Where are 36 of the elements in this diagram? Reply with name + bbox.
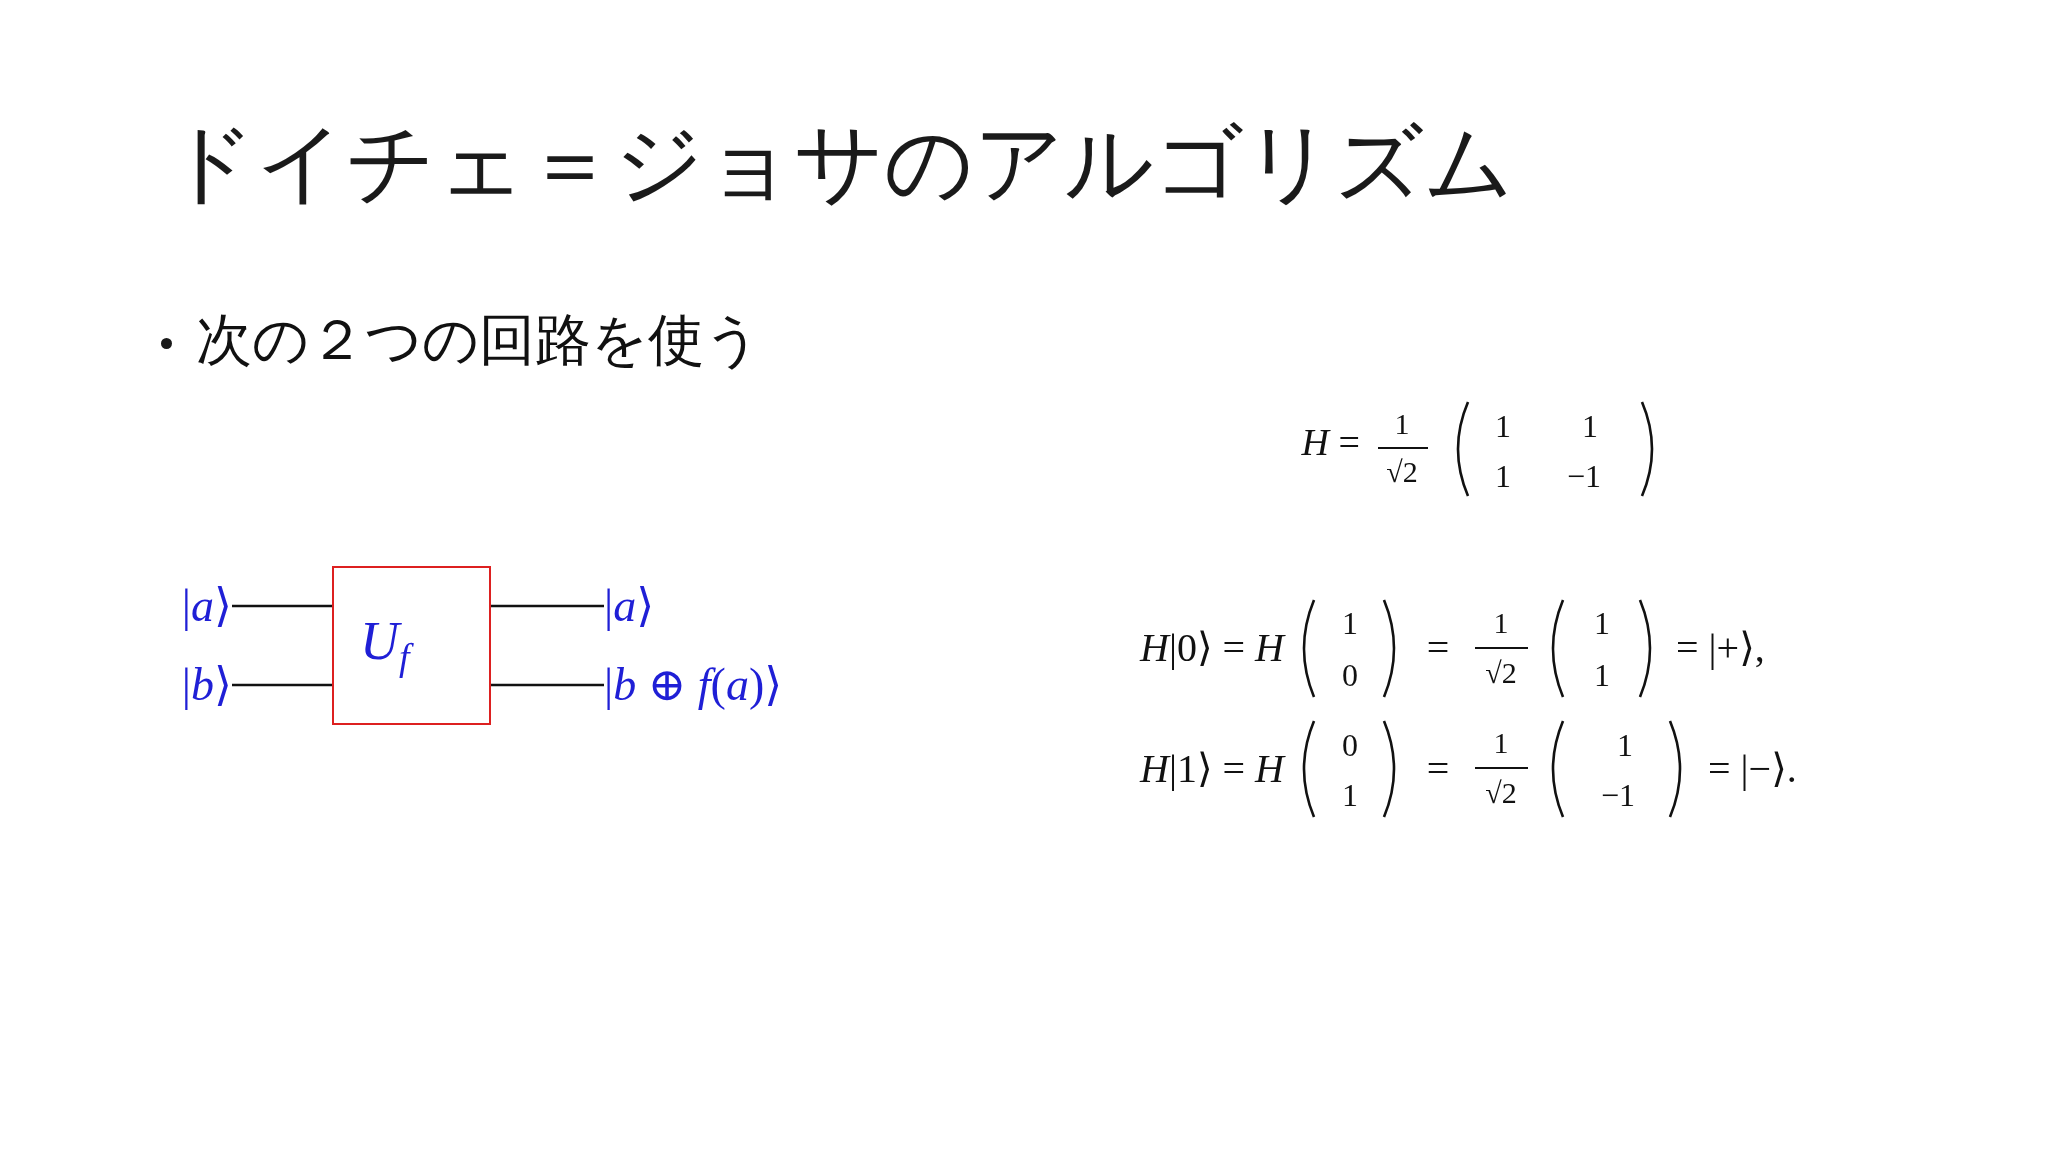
math-expression: H|0⟩ = H: [1140, 628, 1284, 668]
fraction-denominator: √2: [1386, 457, 1418, 487]
equals-sign: =: [1426, 628, 1450, 668]
math-expression: H|1⟩ = H: [1140, 749, 1284, 789]
fraction-denominator: √2: [1485, 658, 1517, 688]
math-expression: = |−⟩.: [1708, 749, 1797, 789]
circuit-wire: [232, 604, 332, 608]
matrix-entry: −1: [1567, 460, 1601, 492]
vector-entry: 0: [1342, 659, 1358, 691]
vector-entry: 1: [1342, 779, 1358, 811]
vector-entry: 1: [1594, 607, 1610, 639]
vector-entry: 1: [1342, 607, 1358, 639]
equals-sign: =: [1426, 749, 1450, 789]
circuit-wire: [491, 683, 604, 687]
math-expression: H =: [1301, 423, 1360, 461]
vector-entry: −1: [1601, 779, 1635, 811]
gate-box: U$_{f}$: [332, 566, 491, 725]
state-label: |a⟩: [604, 581, 655, 631]
matrix-entry: 1: [1495, 410, 1511, 442]
state-label: |a⟩: [181, 581, 232, 631]
state-label: |b ⊕ f(a)⟩: [604, 660, 783, 710]
circuit-wire: [232, 683, 332, 687]
fraction-numerator: 1: [1493, 608, 1509, 638]
fraction-numerator: 1: [1493, 728, 1509, 758]
state-label: |b⟩: [181, 660, 232, 710]
bullet-text: 次の２つの回路を使う: [196, 309, 761, 371]
matrix-entry: 1: [1582, 410, 1598, 442]
matrix-entry: 1: [1495, 460, 1511, 492]
fraction-numerator: 1: [1394, 409, 1410, 439]
vector-entry: 0: [1342, 729, 1358, 761]
slide-title: ドイチェ＝ジョサのアルゴリズム: [166, 114, 1514, 212]
circuit-wire: [491, 604, 604, 608]
vector-entry: 1: [1594, 659, 1610, 691]
fraction-denominator: √2: [1485, 778, 1517, 808]
vector-entry: 1: [1617, 729, 1633, 761]
math-expression: = |+⟩,: [1676, 628, 1765, 668]
